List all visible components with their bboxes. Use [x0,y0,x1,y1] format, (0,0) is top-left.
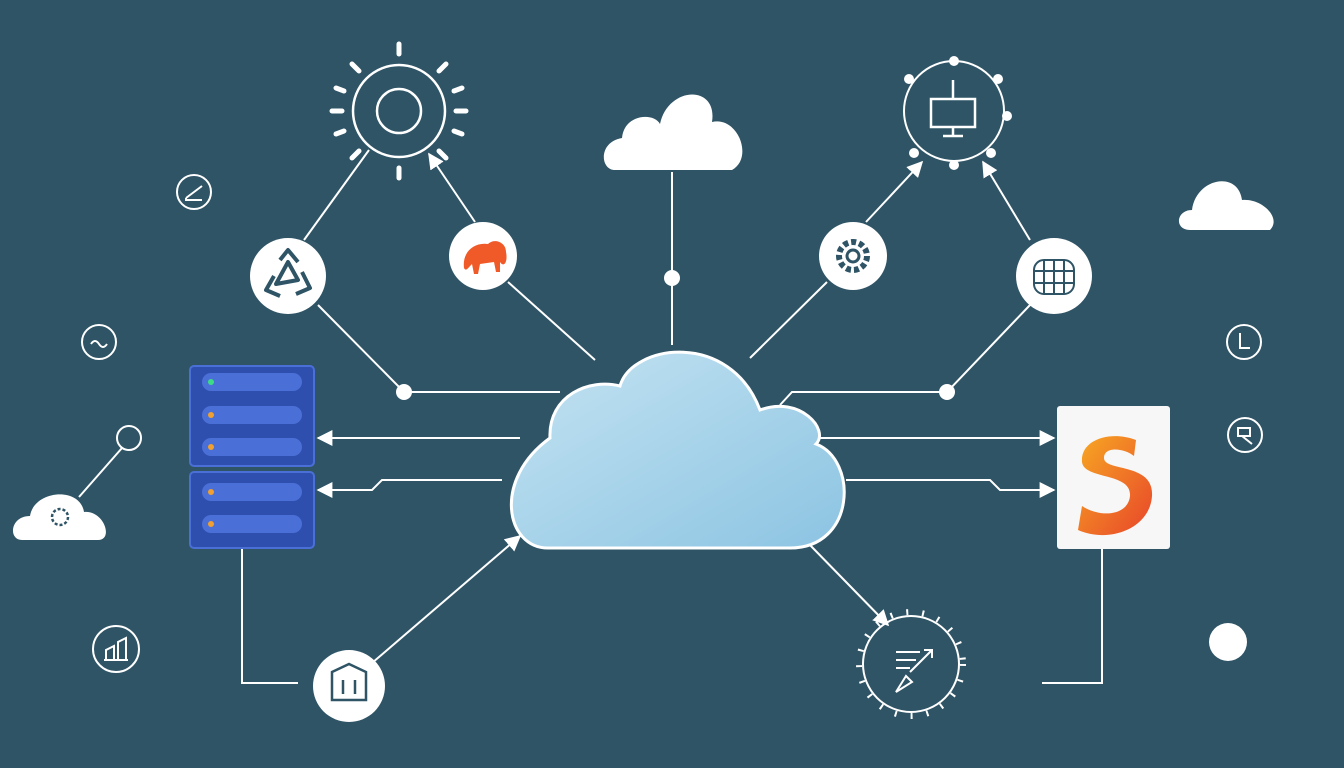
recycle-icon[interactable] [250,238,326,314]
cloud-gear-icon[interactable] [12,425,142,540]
s-logo-icon[interactable] [1057,406,1170,549]
building-icon[interactable] [313,650,385,722]
globe-grid-icon[interactable] [1016,238,1092,314]
clock-icon[interactable] [1226,324,1262,360]
gear-icon[interactable] [819,222,887,290]
wave-icon[interactable] [81,324,117,360]
central-cloud-icon[interactable] [510,350,846,550]
server-stack-icon[interactable] [189,365,315,549]
analytics-pen-icon[interactable] [856,609,966,719]
connector-lines [78,149,1103,684]
chart-icon[interactable] [92,625,140,673]
edit-icon[interactable] [176,174,212,210]
scan-icon[interactable] [1227,417,1263,453]
junction-dots [396,270,1247,661]
small-cloud-icon [1178,181,1274,230]
monitor-network-icon[interactable] [903,56,1012,170]
sun-gear-icon[interactable] [329,41,469,181]
elephant-icon[interactable] [449,222,517,290]
top-cloud-icon [603,94,743,170]
